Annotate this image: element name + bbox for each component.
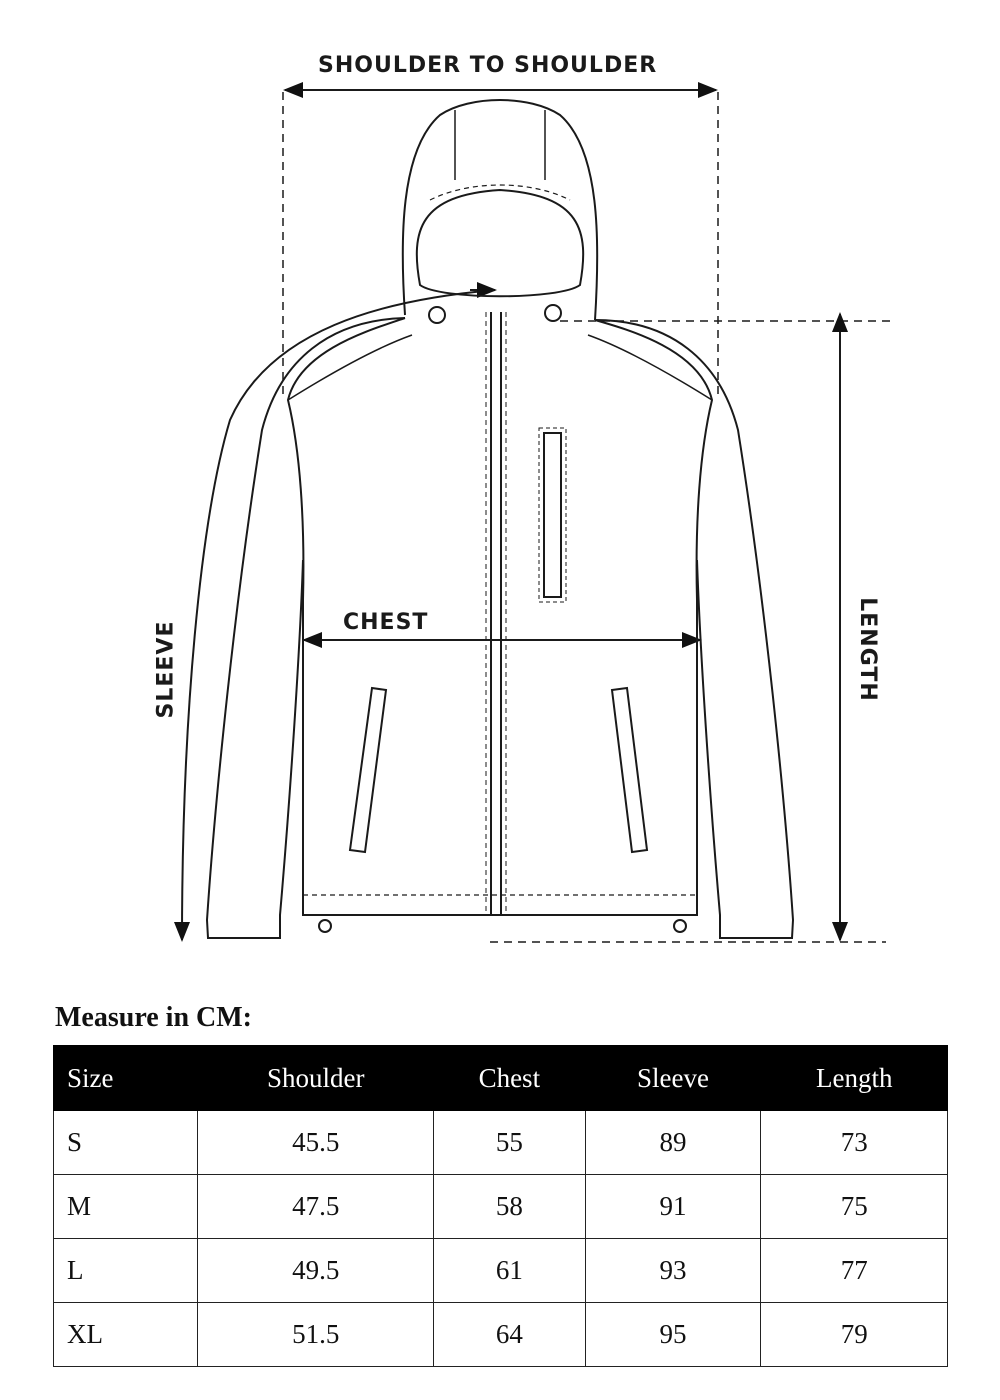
- shoulder-label: SHOULDER TO SHOULDER: [318, 53, 658, 78]
- cell: 51.5: [197, 1302, 435, 1367]
- table-title: Measure in CM:: [55, 1002, 252, 1033]
- sleeve-label: SLEEVE: [153, 620, 179, 719]
- jacket-diagram: [174, 82, 892, 943]
- cell: 77: [760, 1238, 948, 1303]
- right-pocket: [610, 686, 649, 854]
- cell: L: [52, 1238, 199, 1303]
- table-row: XL 51.5 64 95 79: [52, 1302, 948, 1367]
- table-row: M 47.5 58 91 75: [52, 1174, 948, 1239]
- header-chest: Chest: [433, 1045, 586, 1111]
- cell: 75: [760, 1174, 948, 1239]
- cell: 93: [584, 1238, 762, 1303]
- cell: 95: [584, 1302, 762, 1367]
- left-pocket: [348, 686, 388, 854]
- cell: 58: [433, 1174, 586, 1239]
- hood-opening: [415, 188, 585, 298]
- table-row: L 49.5 61 93 77: [52, 1238, 948, 1303]
- table-header: Size Shoulder Chest Sleeve Length: [52, 1045, 948, 1111]
- cell: 79: [760, 1302, 948, 1367]
- header-length: Length: [760, 1045, 948, 1111]
- right-sleeve: [594, 319, 795, 939]
- header-sleeve: Sleeve: [584, 1045, 762, 1111]
- cell: 55: [433, 1110, 586, 1175]
- cell: 61: [433, 1238, 586, 1303]
- cell: M: [52, 1174, 199, 1239]
- cell: 49.5: [197, 1238, 435, 1303]
- chest-label: CHEST: [343, 610, 429, 635]
- table-row: S 45.5 55 89 73: [52, 1110, 948, 1175]
- chest-pocket: [543, 432, 562, 598]
- length-label: LENGTH: [854, 597, 880, 702]
- zipper: [490, 312, 502, 915]
- size-table: Size Shoulder Chest Sleeve Length S 45.5…: [52, 1045, 948, 1367]
- cell: 45.5: [197, 1110, 435, 1175]
- cell: 91: [584, 1174, 762, 1239]
- left-sleeve: [205, 317, 406, 939]
- cell: XL: [52, 1302, 199, 1367]
- cell: 47.5: [197, 1174, 435, 1239]
- sleeve-arrow: [174, 289, 496, 942]
- header-shoulder: Shoulder: [197, 1045, 435, 1111]
- cell: 73: [760, 1110, 948, 1175]
- header-size: Size: [52, 1045, 199, 1111]
- cell: 64: [433, 1302, 586, 1367]
- cell: S: [52, 1110, 199, 1175]
- hood: [401, 99, 599, 321]
- guide-lines: [282, 92, 892, 943]
- cell: 89: [584, 1110, 762, 1175]
